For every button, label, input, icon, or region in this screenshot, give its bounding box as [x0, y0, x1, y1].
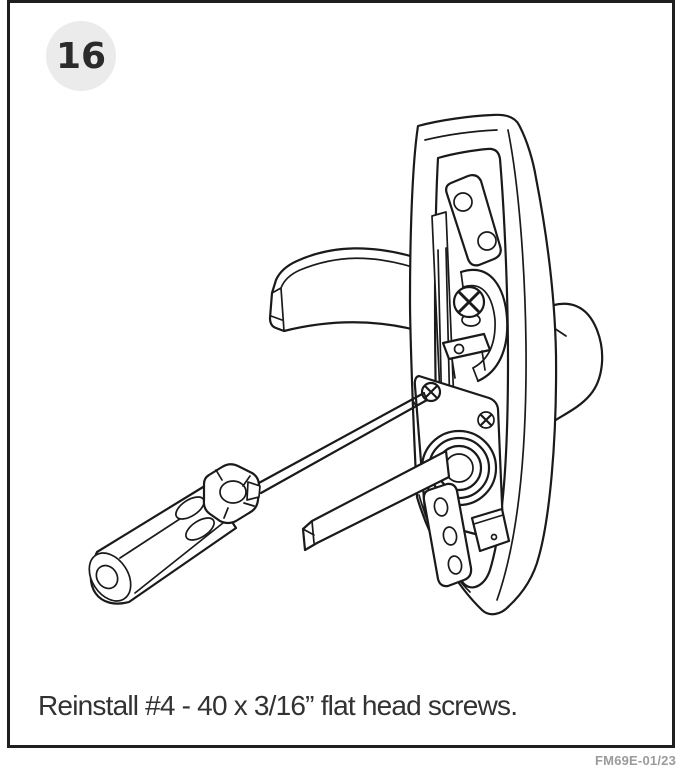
- screwdriver-collar: [204, 464, 260, 523]
- upper-screw: [454, 287, 484, 326]
- bottom-bracket: [424, 484, 509, 586]
- step-number: 16: [55, 35, 107, 77]
- screwdriver-shaft: [257, 393, 427, 493]
- flat-head-screw-target: [422, 383, 440, 401]
- step-number-badge: 16: [46, 21, 116, 91]
- door-lever-left: [270, 248, 430, 334]
- mounting-plate-screw-right: [478, 412, 494, 428]
- screwdriver: [81, 393, 427, 609]
- document-code: FM69E-01/23: [595, 753, 676, 768]
- lock-mechanism-interior: [303, 175, 509, 586]
- spindle: [303, 451, 449, 550]
- screwdriver-handle: [81, 484, 236, 609]
- step-caption: Reinstall #4 - 40 x 3/16” flat head scre…: [38, 690, 518, 721]
